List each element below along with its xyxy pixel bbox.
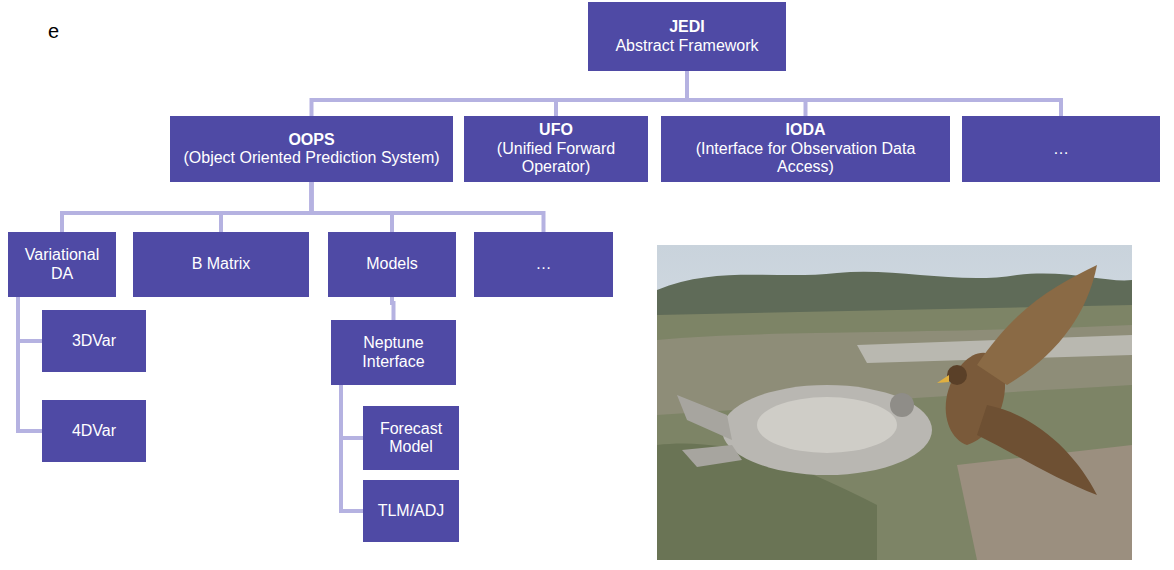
box-text: (Object Oriented Prediction System) [183, 149, 439, 167]
bird-head [947, 365, 967, 385]
process-box: 3DVar [42, 310, 146, 372]
bird-beak [937, 375, 949, 383]
ground [657, 305, 1132, 560]
box-text: (Interface for Observation Data Access) [667, 140, 944, 177]
tree-connector [341, 385, 363, 511]
box-title: UFO [539, 121, 573, 139]
tree-connector [312, 182, 544, 232]
tree-connector [312, 71, 688, 116]
ship-mandible [682, 445, 742, 467]
process-box: UFO(Unified Forward Operator) [464, 116, 648, 182]
process-box: B Matrix [133, 232, 309, 297]
box-text: Forecast Model [369, 420, 453, 457]
tree-connector [312, 182, 393, 232]
tree-connector [62, 182, 312, 232]
box-text: 4DVar [72, 422, 116, 440]
tree-connector [687, 71, 1061, 116]
sky [657, 245, 1132, 560]
text-fragment: e [48, 20, 59, 43]
box-text: Variational DA [14, 246, 110, 283]
ship-hull [722, 385, 932, 475]
box-title: JEDI [669, 18, 705, 36]
box-text: (Unified Forward Operator) [470, 140, 642, 177]
box-title: IODA [786, 121, 826, 139]
process-box: … [474, 232, 613, 297]
process-box: OOPS(Object Oriented Prediction System) [170, 116, 453, 182]
tree-connector [341, 385, 363, 438]
box-title: OOPS [288, 131, 334, 149]
process-box: Forecast Model [363, 406, 459, 470]
tree-connector [556, 71, 687, 116]
ship-deck [757, 397, 897, 453]
tree-connector [221, 182, 312, 232]
process-box: TLM/ADJ [363, 480, 459, 542]
process-box: … [962, 116, 1160, 182]
tree-connector [687, 71, 806, 116]
process-box: Neptune Interface [331, 320, 456, 385]
ship-cockpit [890, 393, 914, 417]
box-text: … [1053, 140, 1069, 158]
box-text: Models [366, 255, 418, 273]
process-box: JEDIAbstract Framework [588, 2, 786, 71]
process-box: Variational DA [8, 232, 116, 297]
box-text: Neptune Interface [337, 334, 450, 371]
box-text: Abstract Framework [615, 37, 758, 55]
box-text: … [536, 255, 552, 273]
falcon-bird [937, 265, 1097, 495]
box-text: 3DVar [72, 332, 116, 350]
bird-wing [977, 265, 1097, 385]
process-box: 4DVar [42, 400, 146, 462]
box-text: TLM/ADJ [378, 502, 445, 520]
tree-connector [18, 297, 42, 431]
process-box: Models [328, 232, 456, 297]
process-box: IODA(Interface for Observation Data Acce… [661, 116, 950, 182]
tree-connector [18, 297, 42, 341]
tree-connector [392, 297, 394, 320]
ship-mandible [677, 395, 732, 440]
falcon-photo [657, 245, 1132, 560]
ship [677, 385, 932, 475]
box-text: B Matrix [192, 255, 251, 273]
bird-wing [977, 405, 1097, 495]
